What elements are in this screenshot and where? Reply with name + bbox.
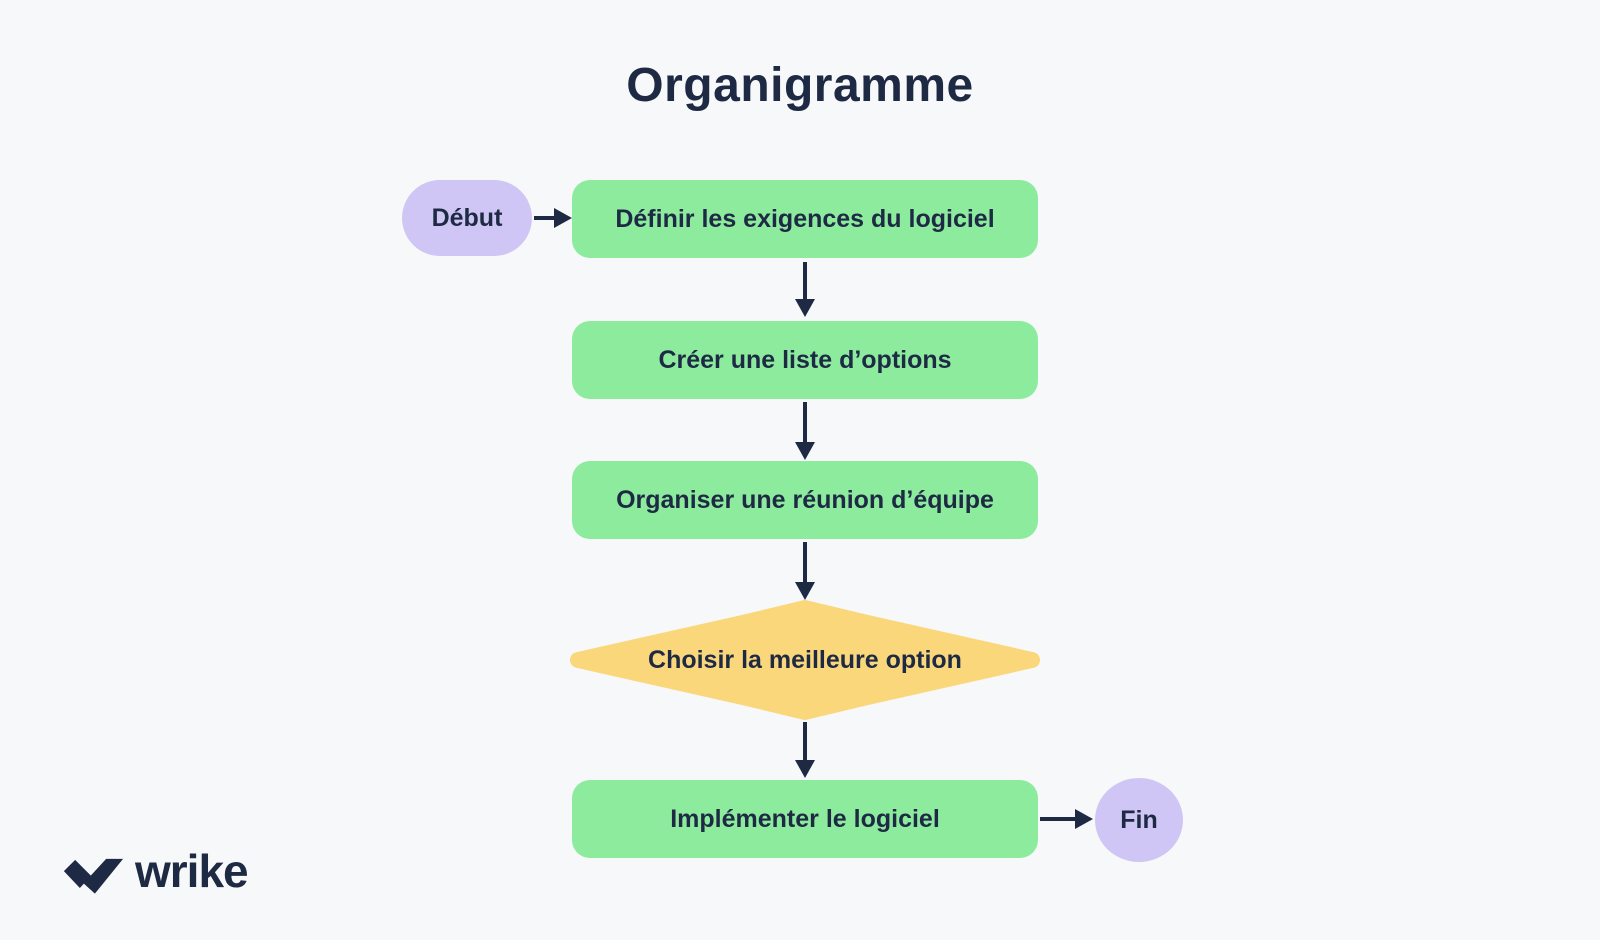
- flow-node-step1-label: Définir les exigences du logiciel: [615, 204, 995, 233]
- flow-node-step4-label: Implémenter le logiciel: [670, 804, 940, 833]
- flow-node-decision-label: Choisir la meilleure option: [648, 645, 962, 674]
- flow-node-end-label: Fin: [1120, 805, 1158, 834]
- flow-node-start: Début: [402, 180, 532, 256]
- flow-node-step4: Implémenter le logiciel: [572, 780, 1038, 858]
- wrike-logo: wrike: [62, 845, 249, 898]
- flow-node-decision-shape: [570, 600, 1040, 720]
- flow-node-step1: Définir les exigences du logiciel: [572, 180, 1038, 258]
- wrike-logo-text: wrike: [135, 845, 249, 897]
- flow-node-step2: Créer une liste d’options: [572, 321, 1038, 399]
- wrike-logo-icon: [63, 858, 124, 894]
- flow-node-step3-label: Organiser une réunion d’équipe: [616, 485, 994, 514]
- page-title: Organigramme: [626, 59, 974, 112]
- flow-node-decision: Choisir la meilleure option: [560, 596, 1050, 724]
- flow-node-step3: Organiser une réunion d’équipe: [572, 461, 1038, 539]
- flow-node-start-label: Début: [431, 203, 503, 232]
- flow-node-step2-label: Créer une liste d’options: [658, 345, 952, 374]
- flow-node-end: Fin: [1095, 778, 1183, 862]
